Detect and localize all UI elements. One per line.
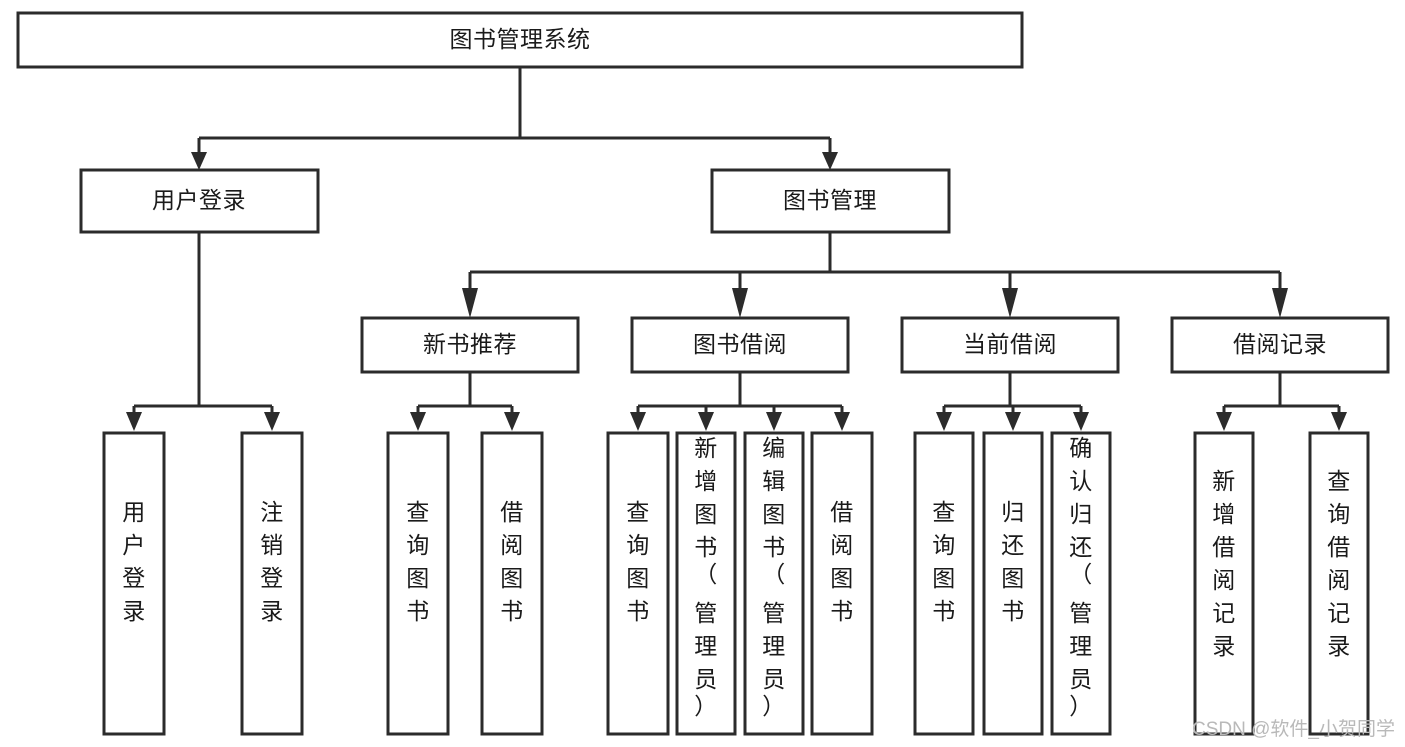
node-leaf-edit-book[interactable]: 编辑图书（管理员） <box>743 431 805 736</box>
node-leaf-user-login[interactable]: 用户登录 <box>102 431 166 736</box>
node-root-box[interactable] <box>16 11 1024 69</box>
arrowhead-leaf-add-record <box>1216 412 1232 431</box>
arrowhead-leaf-user-login <box>126 412 142 431</box>
node-leaf-query-record-label: 查询借阅记录 <box>1327 468 1351 659</box>
arrowhead-borrow-record <box>1272 288 1288 318</box>
arrowhead-leaf-return-book <box>1005 412 1021 431</box>
node-leaf-edit-book-box[interactable] <box>743 431 805 736</box>
node-current-borrow-box[interactable] <box>900 316 1120 374</box>
arrowhead-leaf-add-book <box>698 412 714 431</box>
node-leaf-query-record-box[interactable] <box>1308 431 1370 736</box>
node-leaf-borrow-book-2-box[interactable] <box>810 431 874 736</box>
node-leaf-query-book-1[interactable]: 查询图书 <box>386 431 450 736</box>
arrowhead-user-login <box>191 152 207 170</box>
node-borrow-record-box[interactable] <box>1170 316 1390 374</box>
arrowhead-leaf-edit-book <box>766 412 782 431</box>
node-leaf-query-book-3-box[interactable] <box>913 431 975 736</box>
node-root[interactable]: 图书管理系统 <box>16 11 1024 69</box>
node-leaf-query-book-2-box[interactable] <box>606 431 670 736</box>
edges-layer <box>126 67 1347 431</box>
arrowhead-leaf-query-record <box>1331 412 1347 431</box>
node-root-label: 图书管理系统 <box>450 26 591 52</box>
node-user-login-box[interactable] <box>79 168 320 234</box>
node-leaf-query-book-2[interactable]: 查询图书 <box>606 431 670 736</box>
node-leaf-query-book-3-label: 查询图书 <box>932 499 956 624</box>
node-user-login[interactable]: 用户登录 <box>79 168 320 234</box>
node-current-borrow-label: 当前借阅 <box>963 331 1057 357</box>
node-leaf-query-book-1-label: 查询图书 <box>406 499 430 624</box>
node-leaf-user-login-label: 用户登录 <box>122 499 146 624</box>
arrowhead-book-management <box>822 152 838 170</box>
node-leaf-query-book-3[interactable]: 查询图书 <box>913 431 975 736</box>
arrowhead-new-book-recommend <box>462 288 478 318</box>
node-leaf-query-book-2-label: 查询图书 <box>626 499 650 624</box>
node-leaf-user-login-box[interactable] <box>102 431 166 736</box>
node-leaf-user-logout-box[interactable] <box>240 431 304 736</box>
arrowhead-leaf-borrow-book-1 <box>504 412 520 431</box>
node-book-management[interactable]: 图书管理 <box>710 168 951 234</box>
node-new-book-recommend-box[interactable] <box>360 316 580 374</box>
node-leaf-return-book-box[interactable] <box>982 431 1044 736</box>
node-leaf-add-book-box[interactable] <box>675 431 737 736</box>
node-borrow-record-label: 借阅记录 <box>1233 331 1327 357</box>
arrowhead-leaf-user-logout <box>264 412 280 431</box>
node-leaf-borrow-book-1-box[interactable] <box>480 431 544 736</box>
node-book-borrow-label: 图书借阅 <box>693 331 787 357</box>
node-leaf-borrow-book-2[interactable]: 借阅图书 <box>810 431 874 736</box>
node-leaf-add-record-label: 新增借阅记录 <box>1212 468 1236 659</box>
arrowhead-leaf-query-book-2 <box>630 412 646 431</box>
node-leaf-add-book[interactable]: 新增图书（管理员） <box>675 431 737 736</box>
node-leaf-confirm-return[interactable]: 确认归还（管理员） <box>1050 431 1112 736</box>
node-leaf-query-record[interactable]: 查询借阅记录 <box>1308 431 1370 736</box>
node-leaf-borrow-book-2-label: 借阅图书 <box>830 499 854 624</box>
node-leaf-query-book-1-box[interactable] <box>386 431 450 736</box>
node-book-borrow[interactable]: 图书借阅 <box>630 316 850 374</box>
node-leaf-user-logout-label: 注销登录 <box>260 499 284 624</box>
node-book-borrow-box[interactable] <box>630 316 850 374</box>
arrowhead-book-borrow <box>732 288 748 318</box>
node-leaf-confirm-return-label: 确认归还（管理员） <box>1069 435 1093 719</box>
node-leaf-edit-book-label: 编辑图书（管理员） <box>762 435 786 719</box>
node-leaf-return-book[interactable]: 归还图书 <box>982 431 1044 736</box>
node-leaf-return-book-label: 归还图书 <box>1001 499 1025 624</box>
node-book-management-box[interactable] <box>710 168 951 234</box>
arrowhead-leaf-query-book-1 <box>410 412 426 431</box>
arrowhead-current-borrow <box>1002 288 1018 318</box>
node-leaf-add-record-box[interactable] <box>1193 431 1255 736</box>
arrowhead-leaf-query-book-3 <box>936 412 952 431</box>
node-leaf-add-book-label: 新增图书（管理员） <box>694 435 718 719</box>
node-new-book-recommend[interactable]: 新书推荐 <box>360 316 580 374</box>
node-leaf-borrow-book-1-label: 借阅图书 <box>500 499 524 624</box>
arrowhead-leaf-confirm-return <box>1073 412 1089 431</box>
node-new-book-recommend-label: 新书推荐 <box>423 331 517 357</box>
node-leaf-add-record[interactable]: 新增借阅记录 <box>1193 431 1255 736</box>
node-current-borrow[interactable]: 当前借阅 <box>900 316 1120 374</box>
arrowhead-leaf-borrow-book-2 <box>834 412 850 431</box>
node-leaf-borrow-book-1[interactable]: 借阅图书 <box>480 431 544 736</box>
node-borrow-record[interactable]: 借阅记录 <box>1170 316 1390 374</box>
node-leaf-confirm-return-box[interactable] <box>1050 431 1112 736</box>
node-leaf-user-logout[interactable]: 注销登录 <box>240 431 304 736</box>
node-user-login-label: 用户登录 <box>152 187 246 213</box>
node-book-management-label: 图书管理 <box>783 187 877 213</box>
